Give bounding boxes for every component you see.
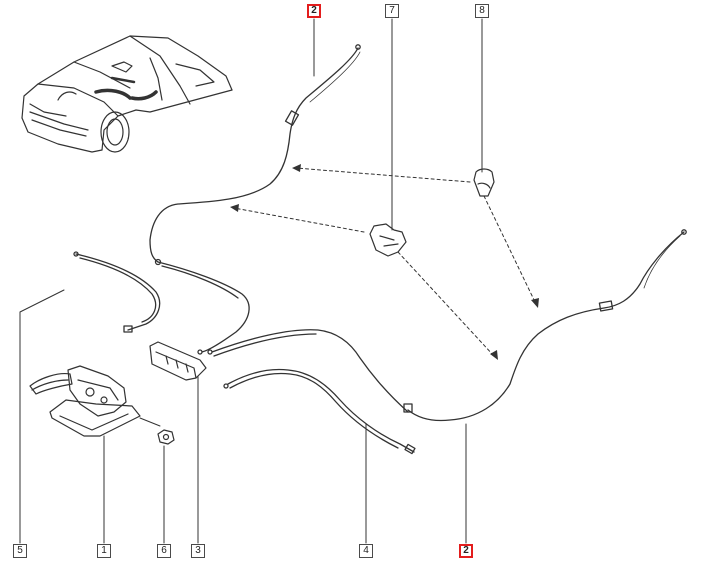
callout-2-top: 2: [307, 4, 321, 18]
rear-brake-cable-lower: [403, 229, 687, 422]
arrowheads: [230, 164, 539, 360]
leader-arrows: [233, 167, 537, 357]
callout-1: 1: [97, 544, 111, 558]
cable-clip-icon: [473, 168, 495, 197]
equalizer-cable: [207, 329, 409, 413]
mounting-nut-icon: [157, 429, 175, 445]
parking-brake-lever-icon: [29, 365, 141, 437]
callout-6: 6: [157, 544, 171, 558]
part-3-cable: [157, 261, 250, 355]
handbrake-bracket-icon: [149, 341, 207, 381]
callout-leaders: [19, 18, 483, 544]
callout-7: 7: [385, 4, 399, 18]
callout-4: 4: [359, 544, 373, 558]
callout-2-bottom: 2: [459, 544, 473, 558]
callout-8: 8: [475, 4, 489, 18]
part-4-cable: [223, 368, 416, 455]
callout-3: 3: [191, 544, 205, 558]
callout-5: 5: [13, 544, 27, 558]
rear-brake-cable-upper: [149, 44, 361, 266]
car-illustration: [21, 35, 233, 153]
part-5-tube: [73, 251, 161, 333]
cable-guide-icon: [369, 223, 407, 257]
